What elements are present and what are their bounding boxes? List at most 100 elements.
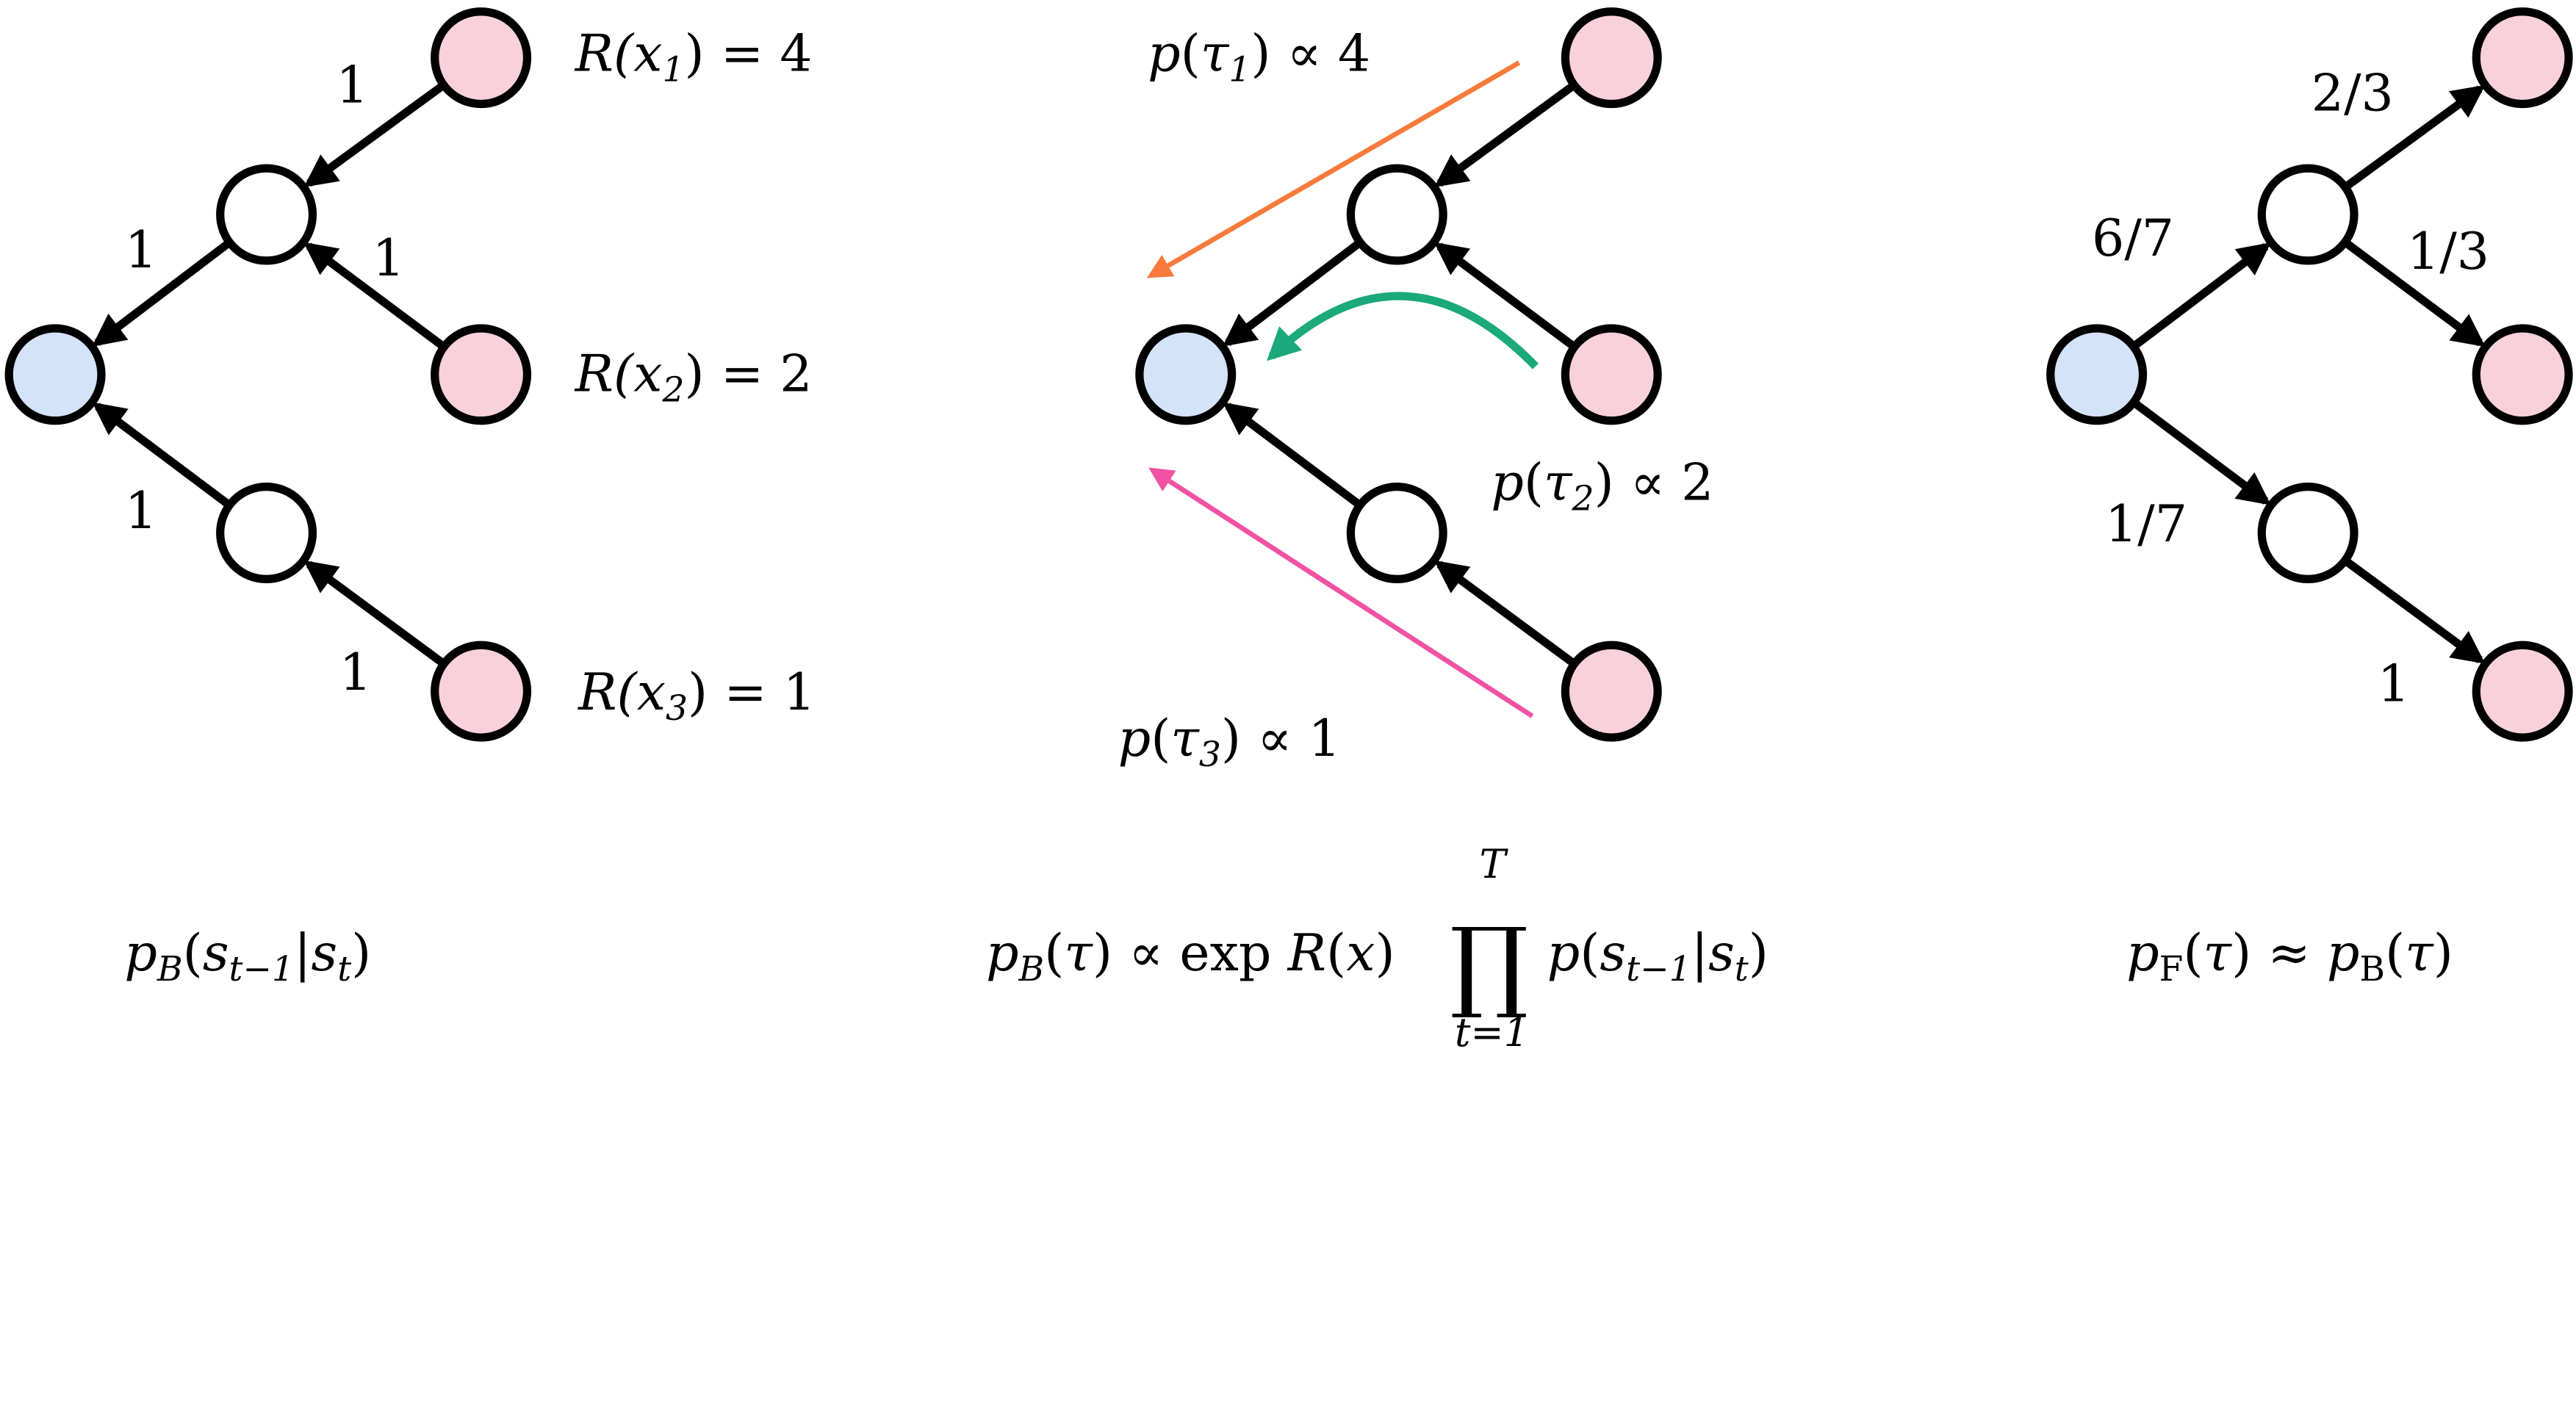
edge-arrow xyxy=(2345,559,2486,664)
formula-part: p xyxy=(2126,923,2159,983)
formula-part: ) = 1 xyxy=(688,663,816,722)
formula-part: ) ≈ xyxy=(2231,923,2327,983)
formula-part: ( xyxy=(1524,453,1544,513)
formula-part: p xyxy=(124,923,157,983)
product-upper-limit: T xyxy=(1480,841,1509,887)
edge-probability-label: 2/3 xyxy=(2311,63,2394,123)
product-symbol: ∏ xyxy=(1450,906,1528,1022)
edge-arrow xyxy=(1223,402,1360,507)
terminal-node xyxy=(1561,7,1662,109)
edge-arrow xyxy=(2345,240,2486,347)
formula-part: t xyxy=(1735,949,1749,989)
formula-part: R xyxy=(1287,923,1326,983)
formula-part: 2 xyxy=(662,369,685,410)
reward-x3-label: R(x3) = 1 xyxy=(577,663,816,729)
formula-part: t xyxy=(337,949,352,989)
formula-part: 1 xyxy=(663,50,685,90)
edge-arrow xyxy=(2133,242,2272,348)
edge-arrow xyxy=(303,560,444,665)
formula-part: τ xyxy=(2203,923,2233,983)
formula-part: s xyxy=(203,923,229,983)
formula-part: F xyxy=(2159,949,2184,989)
edge-arrow xyxy=(92,241,230,347)
intermediate-node xyxy=(1346,483,1447,584)
intermediate-node xyxy=(2257,483,2359,584)
trajectory-2-label: p(τ2) ∝ 2 xyxy=(1491,453,1713,519)
formula-part: x xyxy=(1346,923,1375,983)
formula-part: x xyxy=(637,663,666,722)
terminal-node xyxy=(2472,324,2573,425)
formula-part: p xyxy=(986,923,1019,983)
middle-tree-trajectories xyxy=(1135,7,1662,742)
formula-part: s xyxy=(1600,923,1626,983)
formula-part: p xyxy=(1118,709,1151,768)
formula-part: B xyxy=(1018,949,1045,989)
formula-part: s xyxy=(1708,923,1735,983)
formula-part: x xyxy=(633,344,662,403)
intermediate-node xyxy=(216,483,317,584)
formula-part: ) ∝ 4 xyxy=(1251,24,1370,84)
edge-arrow xyxy=(2134,400,2271,505)
trajectory-2-arrow xyxy=(1267,292,1539,369)
terminal-node xyxy=(1561,324,1662,425)
edge-arrow xyxy=(1433,560,1575,665)
intermediate-node xyxy=(1346,164,1447,265)
terminal-node xyxy=(2472,641,2573,742)
edge-probability-label: 1 xyxy=(336,55,368,115)
intermediate-node xyxy=(216,164,317,265)
forward-backward-match-caption: pF(τ) ≈ pB(τ) xyxy=(2126,923,2453,989)
terminal-node xyxy=(1561,641,1662,742)
edge-probability-label: 1 xyxy=(373,228,405,288)
intermediate-node xyxy=(2257,164,2359,265)
root-node xyxy=(1135,324,1237,425)
formula-part: R( xyxy=(574,344,635,403)
terminal-node xyxy=(431,7,532,109)
formula-part: R( xyxy=(574,24,635,84)
reward-x2-label: R(x2) = 2 xyxy=(574,344,813,410)
trajectory-1-label: p(τ1) ∝ 4 xyxy=(1148,24,1370,90)
formula-part: x xyxy=(633,24,662,84)
edge-probability-label: 1 xyxy=(2378,654,2410,714)
formula-part: ) ∝ 2 xyxy=(1594,453,1714,513)
formula-part: ) xyxy=(1375,923,1395,983)
formula-part: ( xyxy=(2183,923,2203,983)
root-node xyxy=(2046,324,2148,425)
terminal-node xyxy=(431,641,532,742)
formula-part: ( xyxy=(2385,923,2405,983)
formula-part: ) xyxy=(1749,923,1769,983)
formula-part: B xyxy=(2359,949,2385,989)
formula-part: | xyxy=(294,923,311,983)
edge-probability-label: 1 xyxy=(125,481,157,541)
edge-arrow xyxy=(92,402,230,507)
formula-part: ( xyxy=(1326,923,1346,983)
formula-part: | xyxy=(1691,923,1708,983)
edge-probability-label: 6/7 xyxy=(2092,209,2174,268)
reward-x1-label: R(x1) = 4 xyxy=(574,24,813,90)
formula-part: ) = 4 xyxy=(685,24,813,84)
formula-part: R( xyxy=(577,663,638,722)
right-tree-forward-policy: 6/7 2/3 1/3 1/7 1 xyxy=(2046,7,2573,742)
edge-probability-label: 1/3 xyxy=(2407,222,2489,281)
edge-arrow xyxy=(303,242,444,349)
formula-part: ) xyxy=(2433,923,2453,983)
formula-part: 3 xyxy=(1199,735,1221,775)
formula-part: τ xyxy=(1201,24,1230,84)
formula-part: τ xyxy=(1170,709,1200,768)
backward-policy-caption: pB(st−1|st) xyxy=(124,923,371,989)
edge-arrow xyxy=(1433,242,1575,349)
formula-part: ) xyxy=(351,923,371,983)
formula-part: s xyxy=(312,923,338,983)
formula-part: τ xyxy=(2405,923,2434,983)
formula-part: 3 xyxy=(666,688,688,729)
formula-part: p xyxy=(2327,923,2360,983)
trajectory-3-arrow xyxy=(1148,467,1534,718)
edge-probability-label: 1 xyxy=(125,220,157,280)
terminal-node xyxy=(431,324,532,425)
root-node xyxy=(4,324,106,425)
edge-probability-label: 1/7 xyxy=(2105,494,2187,554)
formula-part: ( xyxy=(183,923,203,983)
trajectory-1-arrow xyxy=(1146,60,1521,278)
trajectory-3-label: p(τ3) ∝ 1 xyxy=(1118,709,1341,775)
formula-part: ) ∝ 1 xyxy=(1221,709,1341,768)
